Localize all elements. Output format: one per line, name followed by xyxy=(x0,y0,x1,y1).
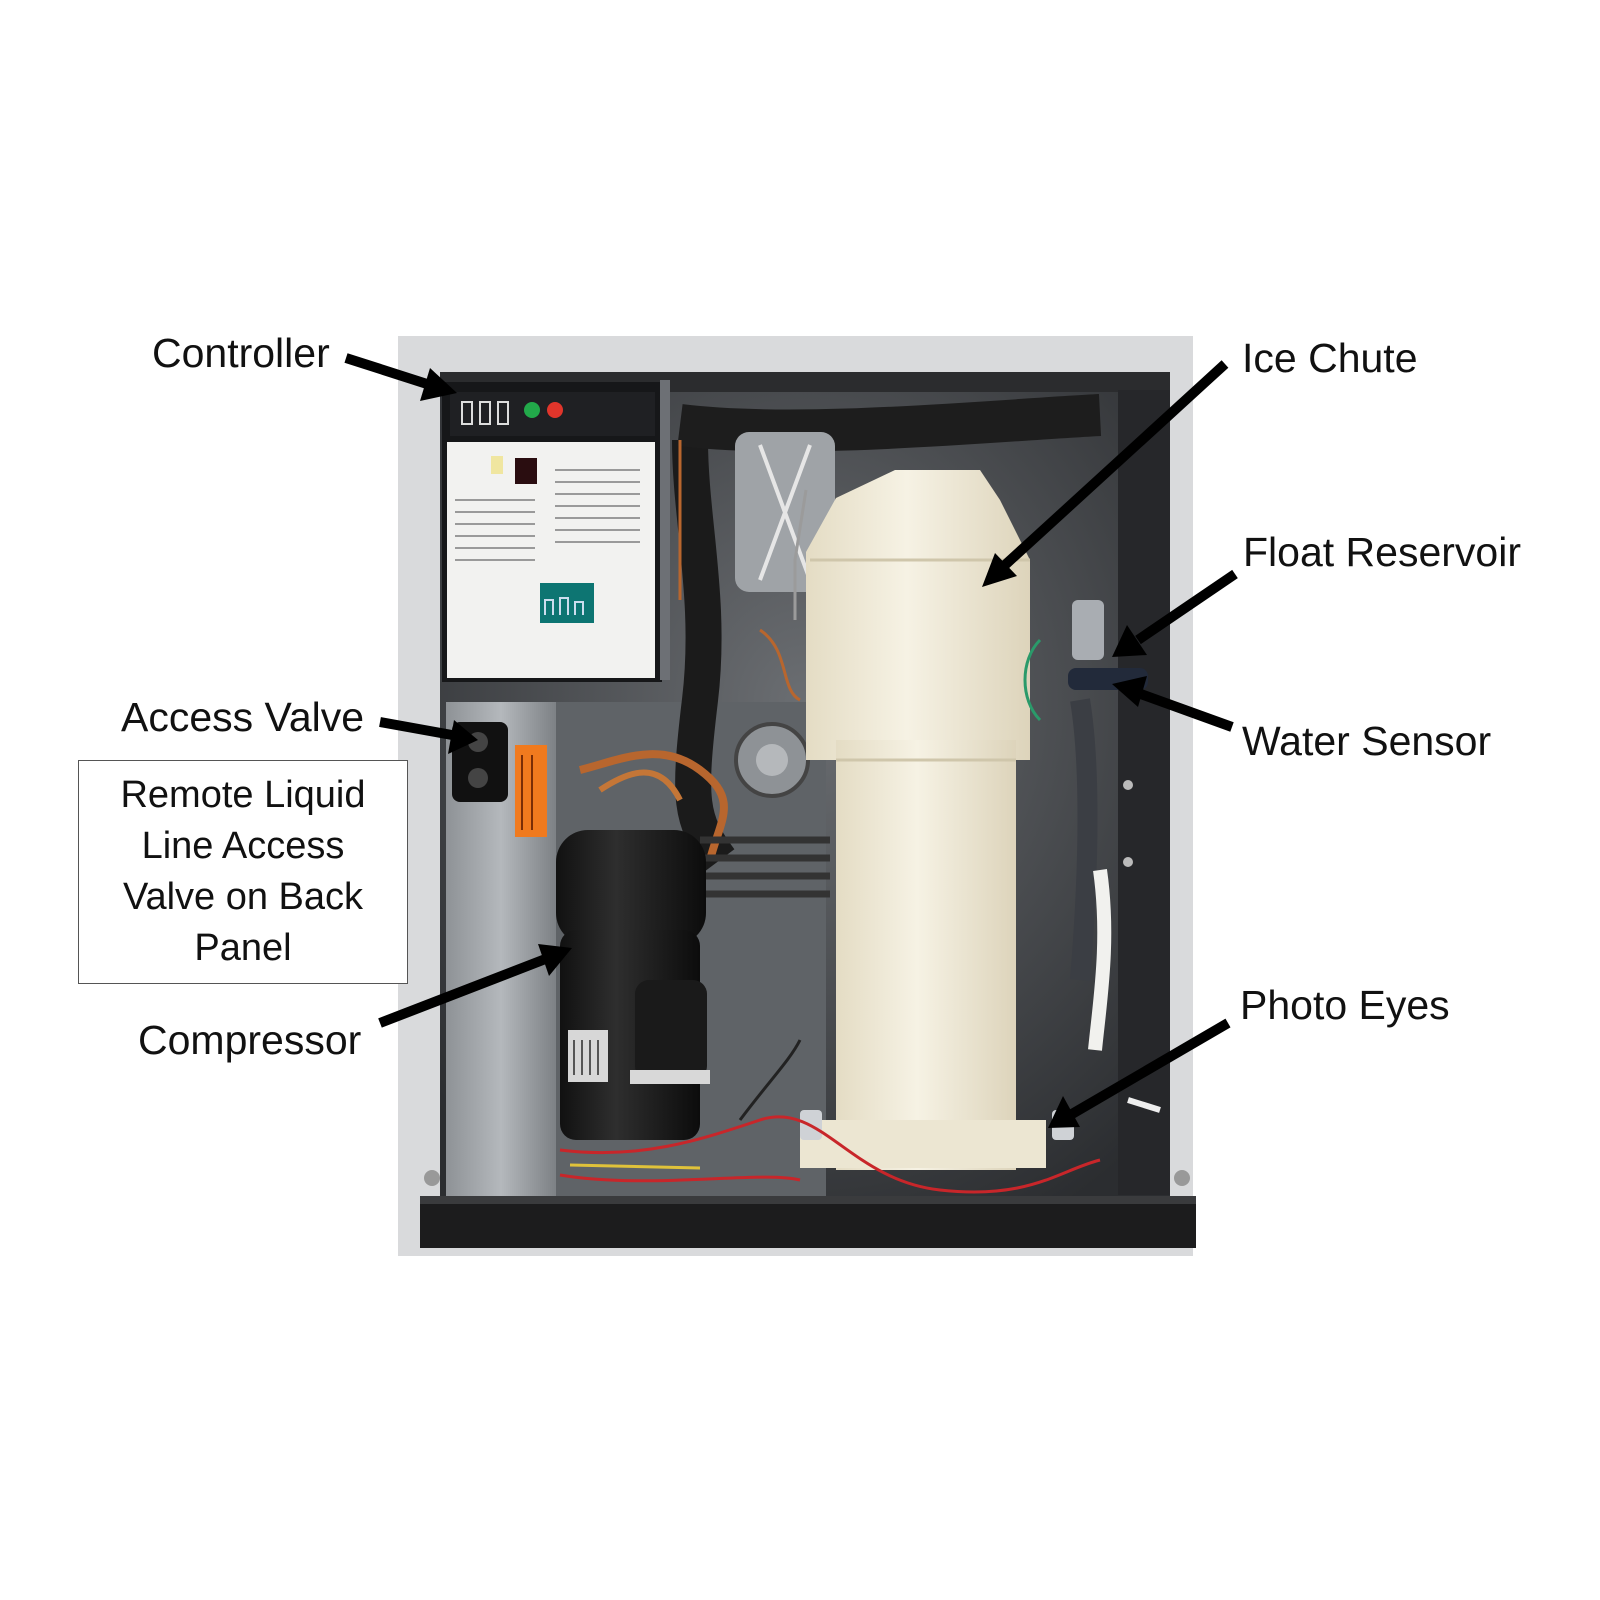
float-reservoir xyxy=(1023,600,1104,722)
compressor-unit xyxy=(556,830,710,1140)
water-sensor-label: Water Sensor xyxy=(1242,718,1492,764)
remote-valve-note-text: Remote Liquid Line Access Valve on Back … xyxy=(120,774,366,969)
ice-chute xyxy=(793,470,1046,1170)
access-valve-arrow xyxy=(379,717,453,740)
photo-eyes-arrow xyxy=(1069,1018,1231,1119)
photo-eyes-label: Photo Eyes xyxy=(1240,982,1450,1028)
water-sensor-arrow xyxy=(1136,688,1234,732)
red-indicator xyxy=(547,402,563,418)
base-plinth xyxy=(420,1200,1196,1248)
controller-label: Controller xyxy=(152,330,330,376)
remote-valve-note: Remote Liquid Line Access Valve on Back … xyxy=(78,760,408,984)
compressor-arrow xyxy=(378,953,550,1028)
ice-chute-label: Ice Chute xyxy=(1242,335,1418,381)
controller-arrow xyxy=(344,353,429,389)
float-reservoir-label: Float Reservoir xyxy=(1243,529,1521,575)
float-reservoir-arrow xyxy=(1135,569,1238,645)
ice-chute-arrow xyxy=(1001,360,1229,569)
compressor-label: Compressor xyxy=(138,1017,362,1063)
controller-box xyxy=(442,380,670,682)
access-valve-label: Access Valve xyxy=(121,694,365,740)
green-indicator xyxy=(524,402,540,418)
